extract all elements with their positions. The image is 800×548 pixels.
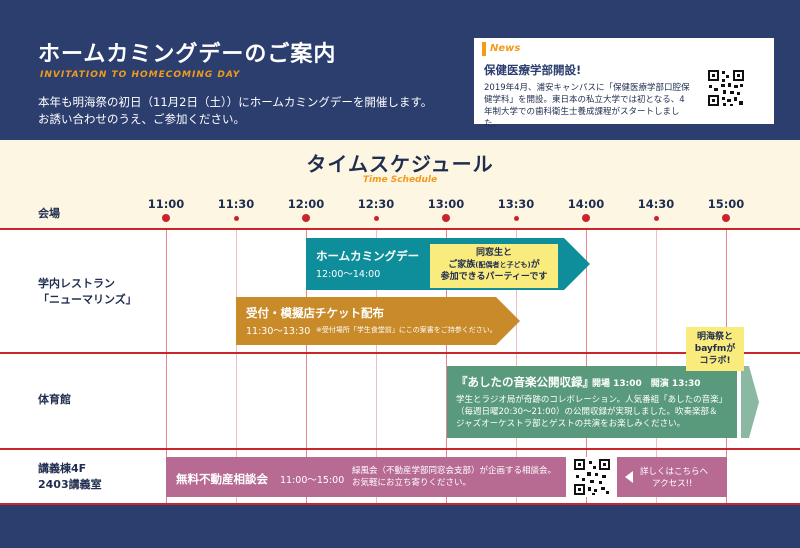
page-subtitle: INVITATION TO HOMECOMING DAY <box>40 70 241 80</box>
venue-column-header: 会場 <box>38 207 60 220</box>
time-tick-dot <box>442 214 450 222</box>
time-gridline <box>236 229 237 503</box>
realestate-title: 無料不動産相談会 <box>176 472 268 486</box>
time-tick-label: 15:00 <box>707 197 745 211</box>
reception-time: 11:30〜13:30 <box>246 326 311 337</box>
homecoming-time: 12:00〜14:00 <box>316 269 381 280</box>
music-title: 『あしたの音楽公開収録』 <box>456 375 594 389</box>
time-tick-dot <box>513 215 519 221</box>
homecoming-note: 同窓生と ご家族(配偶者と子ども)が 参加できるパーティーです <box>430 244 558 288</box>
music-desc: 学生とラジオ局が奇跡のコレボレーション。人気番組「あしたの音楽」 （毎週日曜20… <box>456 395 728 429</box>
reception-title: 受付・模擬店チケット配布 <box>246 306 384 320</box>
time-gridline <box>376 229 377 503</box>
time-gridline <box>446 229 447 503</box>
details-link-text[interactable]: 詳しくはこちらへ アクセス!! <box>640 467 709 489</box>
schedule-title: タイムスケジュール <box>306 152 494 176</box>
page-title: ホームカミングデーのご案内 <box>38 42 337 67</box>
row-divider <box>0 228 800 230</box>
time-tick-dot <box>302 214 310 222</box>
music-time: 開場 13:00 開演 13:30 <box>592 379 701 389</box>
time-tick-dot <box>373 215 379 221</box>
time-tick-dot <box>722 214 730 222</box>
news-marker-icon <box>482 42 486 56</box>
time-gridline <box>166 229 167 503</box>
venue-gym: 体育館 <box>38 393 71 406</box>
collab-badge: 明海祭と bayfmが コラボ! <box>686 327 744 371</box>
realestate-event-bar <box>166 457 566 497</box>
news-tag: News <box>490 43 521 54</box>
time-tick-label: 13:30 <box>497 197 535 211</box>
arrow-left-icon <box>625 471 633 483</box>
time-tick-label: 14:30 <box>637 197 675 211</box>
time-gridline <box>306 229 307 503</box>
time-tick-dot <box>653 215 659 221</box>
reception-event-bar <box>236 297 520 345</box>
row-divider <box>0 448 800 450</box>
homecoming-title: ホームカミングデー <box>316 249 420 263</box>
realestate-time: 11:00〜15:00 <box>280 475 345 486</box>
time-tick-label: 13:00 <box>427 197 465 211</box>
news-box: News 保健医療学部開設! 2019年4月、浦安キャンパスに「保健医療学部口腔… <box>474 38 774 129</box>
time-tick-dot <box>162 214 170 222</box>
venue-lecture-room: 講義棟4F 2403講義室 <box>38 462 102 491</box>
news-title: 保健医療学部開設! <box>484 63 582 77</box>
row-divider <box>0 503 800 505</box>
time-tick-dot <box>233 215 239 221</box>
news-body: 2019年4月、浦安キャンパスに「保健医療学部口腔保健学科」を開設。東日本の私立… <box>484 83 690 129</box>
footer-band <box>0 505 800 548</box>
time-tick-label: 12:30 <box>357 197 395 211</box>
details-link-bar[interactable] <box>617 457 727 497</box>
schedule-subtitle: Time Schedule <box>362 175 438 185</box>
time-tick-label: 14:00 <box>567 197 605 211</box>
time-tick-label: 11:00 <box>147 197 185 211</box>
reception-note: ※受付場所「学生食堂前」にこの案書をご持参ください。 <box>316 326 497 334</box>
time-tick-dot <box>582 214 590 222</box>
music-event-bar <box>447 366 759 438</box>
intro-text: 本年も明海祭の初日（11月2日（土））にホームカミングデーを開催します。 お誘い… <box>38 95 433 126</box>
qr-code-icon[interactable] <box>706 68 746 108</box>
header-banner: ホームカミングデーのご案内 INVITATION TO HOMECOMING D… <box>0 0 800 140</box>
realestate-desc: 緑風会（不動産学部同窓会支部）が企画する相談会。 お気軽にお立ち寄りください。 <box>352 466 557 488</box>
qr-code-icon[interactable] <box>572 457 612 497</box>
time-tick-label: 12:00 <box>287 197 325 211</box>
row-divider <box>0 352 800 354</box>
venue-restaurant: 学内レストラン 「ニューマリンズ」 <box>38 277 137 306</box>
time-tick-label: 11:30 <box>217 197 255 211</box>
